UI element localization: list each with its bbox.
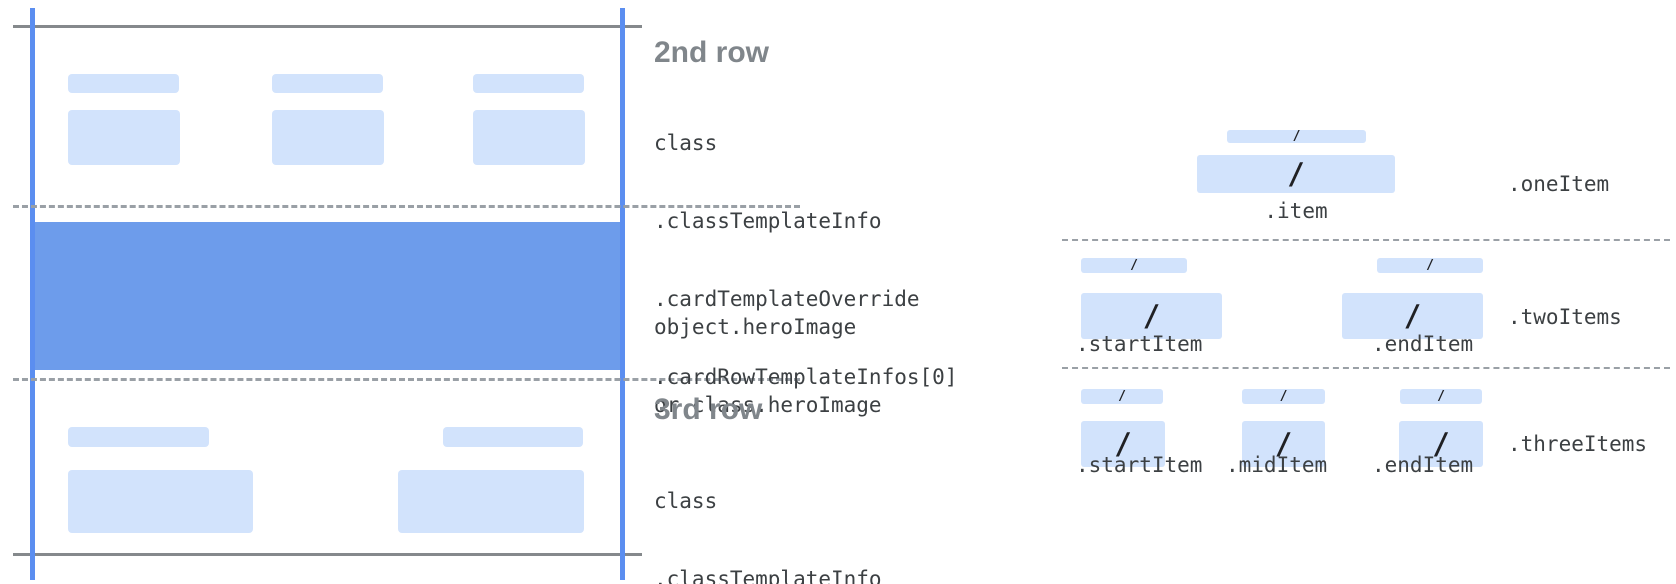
text-placeholder-slash: /	[1274, 426, 1293, 461]
start-item-value-placeholder: /	[1081, 293, 1222, 339]
mid-item-name-label: .midItem	[1226, 453, 1328, 477]
card-right-edge-line	[620, 8, 625, 580]
hero-image-placeholder	[35, 222, 620, 370]
text-placeholder-slash: /	[1118, 389, 1126, 404]
row2-field2-value-placeholder	[272, 110, 384, 165]
row3-code-line: class	[654, 489, 718, 513]
mid-item-label-placeholder: /	[1242, 389, 1325, 404]
mid-item-value-placeholder: /	[1242, 421, 1325, 467]
items-divider-dashed-1	[1062, 239, 1670, 241]
row3-code-line: .classTemplateInfo	[654, 567, 882, 584]
card-top-boundary-line	[13, 25, 642, 28]
row2-field1-label-placeholder	[68, 74, 179, 93]
text-placeholder-slash: /	[1432, 426, 1450, 461]
row2-title: 2nd row	[654, 36, 770, 69]
end-item-name-label: .endItem	[1372, 332, 1474, 356]
start-item-name-label: .startItem	[1076, 453, 1203, 477]
text-placeholder-slash: /	[1130, 258, 1138, 273]
text-placeholder-slash: /	[1279, 389, 1288, 404]
start-item-label-placeholder: /	[1081, 258, 1187, 273]
hero-code-block: object.heroImage or class.heroImage	[654, 262, 882, 470]
row2-code-line: .cardRowTemplateInfos[0]	[654, 365, 958, 389]
card-bottom-boundary-line	[13, 553, 642, 556]
row3-field2-value-placeholder	[398, 470, 584, 533]
hero-code-line: object.heroImage	[654, 315, 857, 339]
row3-field1-label-placeholder	[68, 427, 209, 447]
end-item-value-placeholder: /	[1399, 421, 1483, 467]
row2-code-block: class .classTemplateInfo .cardTemplateOv…	[654, 78, 957, 442]
row2-field1-value-placeholder	[68, 110, 180, 165]
text-placeholder-slash: /	[1292, 129, 1301, 144]
row2-field3-label-placeholder	[473, 74, 584, 93]
row3-code-block: class .classTemplateInfo .cardTemplateOv…	[654, 436, 957, 584]
end-item-value-placeholder: /	[1342, 293, 1483, 339]
text-placeholder-slash: /	[1114, 426, 1132, 461]
text-placeholder-slash: /	[1287, 156, 1305, 191]
three-items-row-label: .threeItems	[1508, 432, 1648, 456]
end-item-label-placeholder: /	[1400, 389, 1482, 404]
text-placeholder-slash: /	[1403, 298, 1422, 333]
row-divider-dashed-top	[13, 205, 800, 208]
end-item-name-label: .endItem	[1372, 453, 1474, 477]
two-items-row-label: .twoItems	[1508, 305, 1622, 329]
one-item-row-label: .oneItem	[1508, 172, 1610, 196]
row2-code-line: .cardTemplateOverride	[654, 287, 920, 311]
row2-field3-value-placeholder	[473, 110, 585, 165]
row3-field1-value-placeholder	[68, 470, 253, 533]
text-placeholder-slash: /	[1437, 389, 1445, 404]
row2-code-line: class	[654, 131, 718, 155]
start-item-label-placeholder: /	[1081, 389, 1163, 404]
row3-title: 3rd row	[654, 393, 763, 426]
end-item-label-placeholder: /	[1377, 258, 1483, 273]
card-left-edge-line	[30, 8, 35, 580]
text-placeholder-slash: /	[1426, 258, 1434, 273]
items-divider-dashed-2	[1062, 367, 1670, 369]
row2-field2-label-placeholder	[272, 74, 383, 93]
start-item-name-label: .startItem	[1076, 332, 1203, 356]
hero-code-line: or class.heroImage	[654, 393, 882, 417]
one-item-value-placeholder: /	[1197, 155, 1395, 193]
row2-code-line: .classTemplateInfo	[654, 209, 882, 233]
start-item-value-placeholder: /	[1081, 421, 1165, 467]
text-placeholder-slash: /	[1142, 298, 1161, 333]
row3-field2-label-placeholder	[443, 427, 583, 447]
one-item-label-placeholder: /	[1227, 130, 1366, 143]
item-name-label: .item	[1264, 199, 1328, 223]
row-divider-dashed-bottom	[13, 378, 800, 381]
